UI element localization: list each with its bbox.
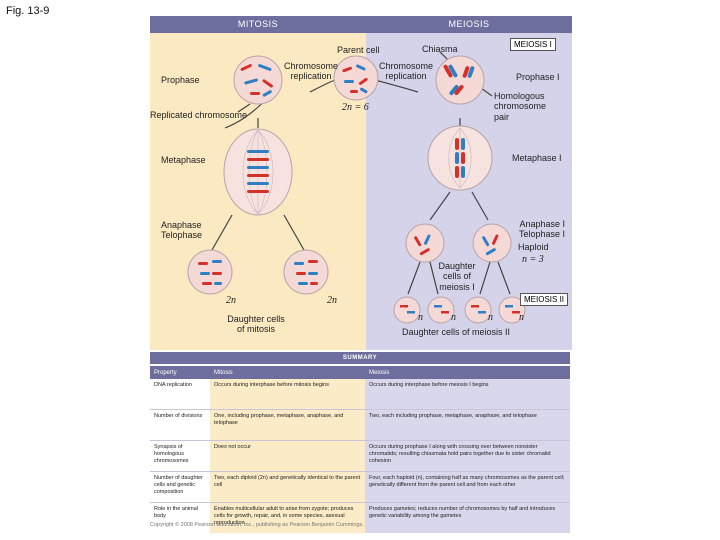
metaphase-i-label: Metaphase I [512,153,562,163]
meiosis-i-box: MEIOSIS I [510,38,556,51]
copyright-notice: Copyright © 2008 Pearson Education, Inc.… [150,522,364,528]
arrow-meiosis-ii-4 [497,261,511,295]
arrow-metaphase-i-to-daughter-left [429,191,451,221]
row-mitosis: Two, each diploid (2n) and genetically i… [210,471,365,503]
meiosis-i-daughter-cell-right [472,223,512,263]
mitosis-header: MITOSIS [237,19,279,29]
arrow-meiosis-ii-3 [479,261,491,295]
n-label-2: n [451,312,456,323]
meiosis-i-daughter-cell-left [405,223,445,263]
row-mitosis: Does not occur [210,440,365,472]
mitosis-metaphase-cell [223,128,293,216]
arrow-parent-to-prophase [309,79,336,93]
meiosis-header-bar [366,16,572,33]
arrow-metaphase-to-daughter-right [283,214,305,251]
meiosis-ii-daughter-cells [393,296,526,324]
row-meiosis: Occurs during interphase before meiosis … [365,379,570,410]
mitosis-daughter-cell-left [187,249,233,295]
mitosis-prophase-cell [233,55,283,105]
row-property: Role in the animal body [150,502,210,533]
meiosis-header: MEIOSIS [448,19,490,29]
chiasma-label: Chiasma [422,44,458,54]
column-header-property: Property [150,366,210,379]
row-property: Number of divisions [150,409,210,441]
table-row: Synapsis of homologous chromosomes Does … [150,440,570,472]
mitosis-header-bar [150,16,366,33]
n-label-3: n [488,312,493,323]
n-label-4: n [519,312,524,323]
figure-label: Fig. 13-9 [6,5,50,17]
homologous-pair-label: Homologous chromosome pair [494,91,547,122]
summary-title: SUMMARY [150,352,570,364]
table-row: Role in the animal body Enables multicel… [150,502,570,533]
row-mitosis: Enables multicellular adult to arise fro… [210,502,365,533]
arrow-meiosis-ii-1 [407,261,421,295]
column-header-meiosis: Meiosis [365,366,570,379]
parent-cell-label: Parent cell [337,45,380,55]
row-meiosis: Occurs during prophase I along with cros… [365,440,570,472]
two-n-left-label: 2n [226,295,236,306]
arrow-parent-to-prophase-i [374,79,419,93]
two-n-right-label: 2n [327,295,337,306]
mitosis-daughter-cell-right [283,249,329,295]
parent-cell [333,55,379,101]
row-mitosis: One, including prophase, metaphase, anap… [210,409,365,441]
haploid-label: Haploid [518,242,549,252]
table-row: Number of divisions One, including proph… [150,409,570,441]
replicated-chromosome-label: Replicated chromosome [150,110,248,120]
pointer-replicated-chromosome [237,103,251,113]
daughter-cells-meiosis-ii-label: Daughter cells of meiosis II [402,327,511,337]
row-meiosis: Two, each including prophase, metaphase,… [365,409,570,441]
prophase-label: Prophase [161,75,200,85]
row-property: Number of daughter cells and genetic com… [150,471,210,503]
daughter-cells-mitosis-label: Daughter cells of mitosis [227,314,285,335]
anaphase-telophase-label: Anaphase Telophase [161,220,203,241]
n-three-label: n = 3 [522,254,544,265]
two-n-six-label: 2n = 6 [342,102,369,113]
chromosome-replication-mitosis-label: Chromosome replication [283,61,339,82]
summary-table: Property Mitosis Meiosis DNA replication… [150,366,570,533]
row-property: DNA replication [150,379,210,410]
arrow-metaphase-to-daughter-left [211,214,233,251]
row-meiosis: Produces gametes; reduces number of chro… [365,502,570,533]
daughter-cells-meiosis-i-label: Daughter cells of meiosis I [438,261,476,292]
table-row: DNA replication Occurs during interphase… [150,379,570,410]
arrow-meiosis-ii-2 [429,261,439,295]
meiosis-ii-box: MEIOSIS II [520,293,569,306]
table-row: Number of daughter cells and genetic com… [150,471,570,503]
meiosis-prophase-i-cell [435,55,485,105]
prophase-i-label: Prophase I [516,72,560,82]
row-property: Synapsis of homologous chromosomes [150,440,210,472]
arrow-metaphase-i-to-daughter-right [471,191,489,221]
chromosome-replication-meiosis-label: Chromosome replication [378,61,434,82]
meiosis-metaphase-i-cell [427,125,493,191]
metaphase-label: Metaphase [161,155,206,165]
summary-header-row: Property Mitosis Meiosis [150,366,570,379]
anaphase-i-telophase-i-label: Anaphase I Telophase I [518,219,565,240]
column-header-mitosis: Mitosis [210,366,365,379]
n-label-1: n [418,312,423,323]
row-meiosis: Four, each haploid (n), containing half … [365,471,570,503]
row-mitosis: Occurs during interphase before mitosis … [210,379,365,410]
